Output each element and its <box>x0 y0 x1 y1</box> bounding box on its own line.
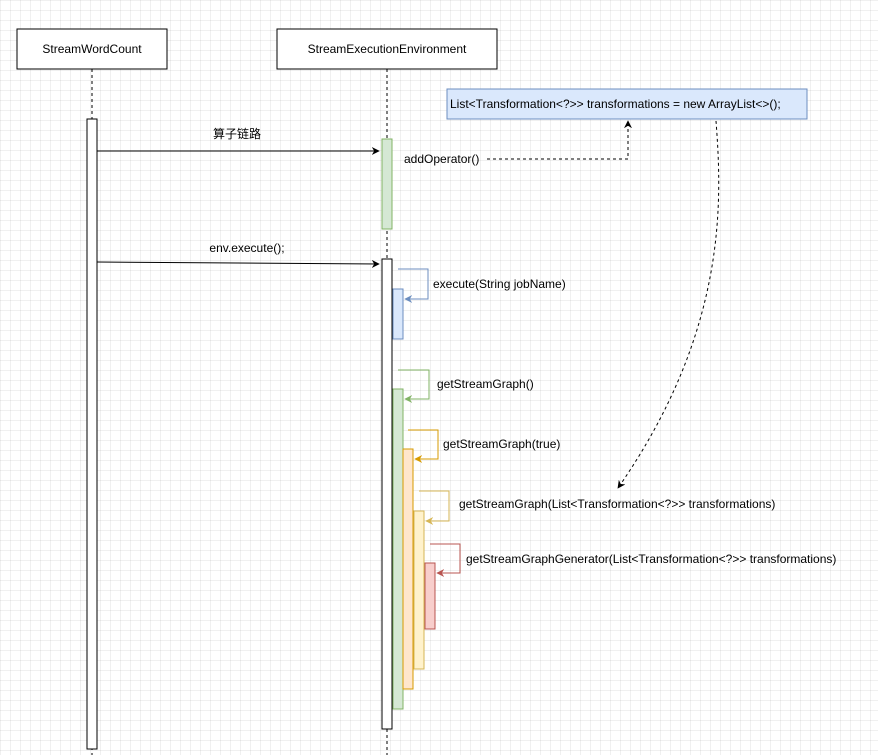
participant-stream-word-count-label: StreamWordCount <box>42 42 142 56</box>
activation-add-operator[interactable] <box>381 138 393 230</box>
participant-stream-execution-environment-label: StreamExecutionEnvironment <box>308 42 467 56</box>
transformations-note-text: List<Transformation<?>> transformations … <box>450 97 781 111</box>
get-stream-graph-list-label: getStreamGraph(List<Transformation<?>> t… <box>459 497 775 511</box>
activation-get-stream-graph-list[interactable] <box>413 510 425 670</box>
self-call-get-stream-graph-true-arrow[interactable] <box>408 429 439 463</box>
self-call-get-stream-graph-list-arrow[interactable] <box>419 490 450 525</box>
get-stream-graph-label: getStreamGraph() <box>437 377 534 391</box>
message-operator-chain-label: 算子链路 <box>213 126 261 141</box>
self-call-get-stream-graph-generator-arrow[interactable] <box>430 543 461 577</box>
note-to-stream-graph-list-dashed-curve[interactable] <box>617 120 720 489</box>
add-operator-to-note-dashed-arrow[interactable] <box>487 120 632 160</box>
add-operator-label: addOperator() <box>404 152 479 166</box>
activation-get-stream-graph-true[interactable] <box>402 448 414 690</box>
get-stream-graph-generator-label: getStreamGraphGenerator(List<Transformat… <box>466 552 836 566</box>
participant-stream-word-count-box[interactable] <box>16 28 168 70</box>
activation-get-stream-graph[interactable] <box>392 388 404 710</box>
get-stream-graph-true-label: getStreamGraph(true) <box>443 437 560 451</box>
activation-env-execute[interactable] <box>381 258 393 730</box>
activation-get-stream-graph-generator[interactable] <box>424 562 436 630</box>
message-env-execute-arrow[interactable] <box>96 259 380 268</box>
participant-stream-execution-environment-box[interactable] <box>276 28 498 70</box>
transformations-note-box[interactable] <box>446 88 808 120</box>
activation-execute-job[interactable] <box>392 288 404 340</box>
message-env-execute-label: env.execute(); <box>209 241 284 255</box>
self-call-execute-job-arrow[interactable] <box>398 268 429 303</box>
execute-job-label: execute(String jobName) <box>433 277 566 291</box>
self-call-get-stream-graph-arrow[interactable] <box>398 369 430 403</box>
activation-stream-word-count[interactable] <box>86 118 98 750</box>
